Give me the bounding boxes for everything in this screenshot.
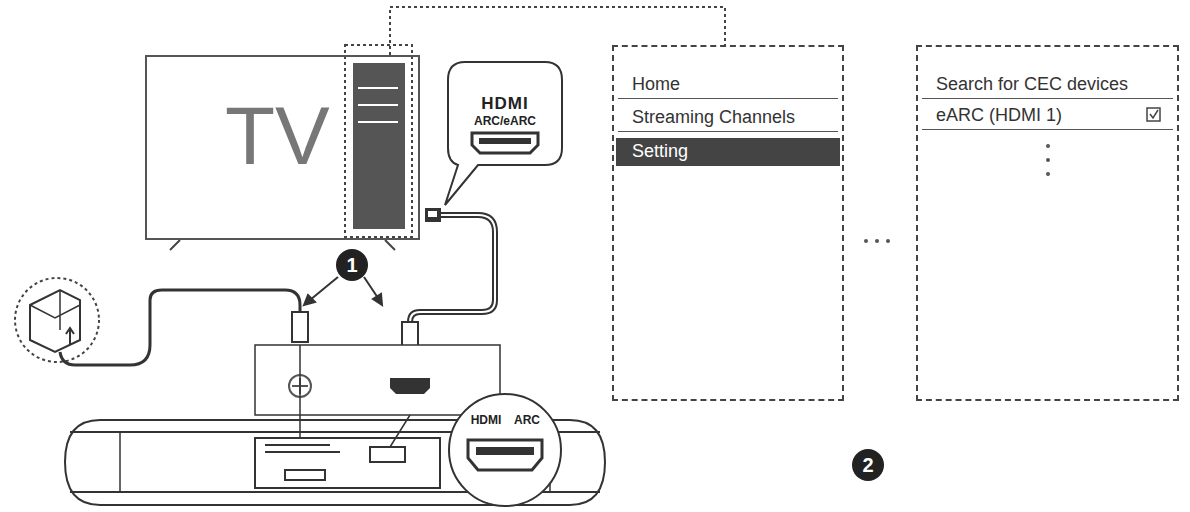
node-text: Search for CEC devices	[922, 74, 1173, 99]
hdmi-cable	[410, 215, 495, 322]
power-adapter	[30, 290, 80, 352]
hdmi-port	[390, 378, 430, 394]
hdmi-plug	[425, 208, 441, 222]
ellipsis-dots	[864, 144, 1050, 243]
dashed-connector	[390, 7, 725, 55]
callout-circle	[852, 449, 884, 481]
menu-lines	[358, 88, 398, 122]
node-text: Streaming Channels	[618, 107, 838, 132]
tv-screen: TV	[145, 55, 420, 240]
adapter-zoom	[15, 278, 99, 362]
menu-panel: HomeStreaming ChannelsSetting	[612, 45, 844, 401]
soundbar-back-panel	[255, 438, 440, 488]
checkbox	[1147, 108, 1160, 121]
hdmi-zoom	[449, 394, 561, 506]
callout-number: 2	[862, 455, 873, 475]
hdmi-logo: HDMI	[481, 95, 528, 112]
hdmi-logo: HDMI	[471, 414, 502, 426]
port-label: ARC	[514, 414, 540, 426]
port-label: ARC/eARC	[474, 115, 536, 127]
tv-menu	[353, 63, 405, 229]
callout-number: 1	[346, 255, 357, 275]
callout-circle	[336, 249, 368, 281]
node-text: eARC (HDMI 1)	[922, 105, 1173, 130]
rear-panel-zoom	[255, 345, 500, 415]
callout-bubble	[445, 62, 562, 205]
hdmi-port	[468, 440, 542, 470]
node-text: Home	[618, 74, 838, 99]
node-text: Setting	[616, 138, 840, 166]
node-text: TV	[225, 95, 330, 177]
power-plug	[292, 312, 308, 342]
menu-highlight	[345, 45, 412, 237]
tv-stand	[170, 240, 395, 250]
settings-panel: Search for CEC devices eARC (HDMI 1)	[916, 45, 1179, 401]
hdmi-port	[472, 133, 538, 153]
callout-arrows	[304, 277, 382, 305]
